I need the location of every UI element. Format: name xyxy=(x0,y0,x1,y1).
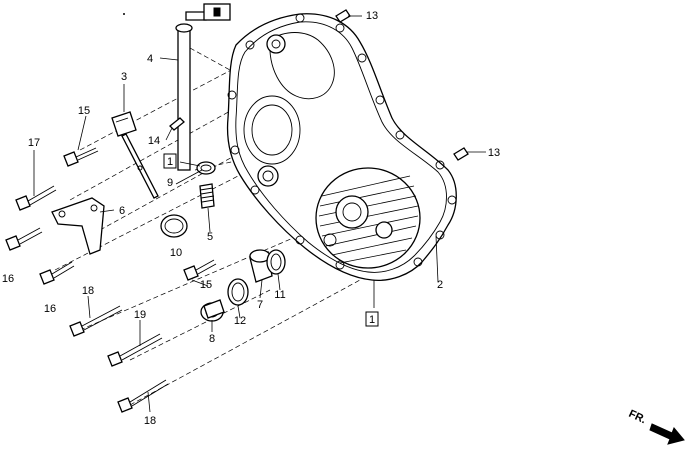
callout-11: 11 xyxy=(274,289,285,301)
box-ref-label: 1 xyxy=(369,314,375,326)
bolt-17 xyxy=(15,185,57,211)
leader-lines xyxy=(33,15,486,413)
callout-16-left: 16 xyxy=(2,273,14,285)
front-direction-indicator: FR. xyxy=(627,408,685,445)
callout-15-lower: 15 xyxy=(200,279,212,291)
callout-19: 19 xyxy=(134,309,146,321)
bolt-15-lower xyxy=(183,259,217,281)
o-ring-10 xyxy=(160,214,188,238)
dowel-pin xyxy=(169,117,185,131)
callout-17: 17 xyxy=(28,137,40,149)
callout-14: 14 xyxy=(148,135,160,147)
plug-cap-7 xyxy=(249,249,286,283)
callout-2: 2 xyxy=(437,279,443,291)
callout-15-upper: 15 xyxy=(78,105,90,117)
callout-6: 6 xyxy=(119,205,125,217)
box-ref-label: 1 xyxy=(167,156,173,168)
clutch-cover xyxy=(226,13,457,281)
flange-bosses xyxy=(227,13,457,270)
bracket-plate xyxy=(51,197,105,255)
callout-12: 12 xyxy=(234,315,246,327)
callout-10: 10 xyxy=(170,247,182,259)
front-arrow-icon xyxy=(649,423,685,445)
callout-4: 4 xyxy=(147,53,153,65)
callout-18-lower: 18 xyxy=(144,415,156,427)
cooling-fins xyxy=(318,175,419,264)
box-ref-1-lower: 1 xyxy=(365,311,379,327)
bolt-16-left xyxy=(5,227,43,251)
front-direction-label: FR. xyxy=(627,408,648,426)
callout-3: 3 xyxy=(121,71,127,83)
callout-8: 8 xyxy=(209,333,215,345)
bolt-18-upper xyxy=(69,305,123,337)
callout-labels: 2 3 4 5 6 7 8 9 10 11 12 13 13 14 15 15 … xyxy=(2,10,500,427)
box-ref-1-upper: 1 xyxy=(163,153,177,169)
bolt-15-upper xyxy=(63,147,99,167)
dowel-pins-13 xyxy=(335,9,469,161)
bolt-19 xyxy=(107,333,163,367)
callout-13-upper: 13 xyxy=(366,10,378,22)
callout-7: 7 xyxy=(257,299,263,311)
bolts xyxy=(5,147,217,413)
speck xyxy=(123,13,125,15)
dipstick xyxy=(111,111,159,199)
bolt-16-lower xyxy=(39,261,75,285)
bolt-18-lower xyxy=(117,379,169,413)
callout-18-upper: 18 xyxy=(82,285,94,297)
callout-13-right: 13 xyxy=(488,147,500,159)
o-ring-12 xyxy=(227,278,249,306)
callout-9: 9 xyxy=(167,177,173,189)
callout-5: 5 xyxy=(207,231,213,243)
timing-plug-8 xyxy=(200,299,225,322)
seal-and-plug xyxy=(196,161,216,209)
oil-pipe xyxy=(175,3,231,171)
callout-16-lower: 16 xyxy=(44,303,56,315)
